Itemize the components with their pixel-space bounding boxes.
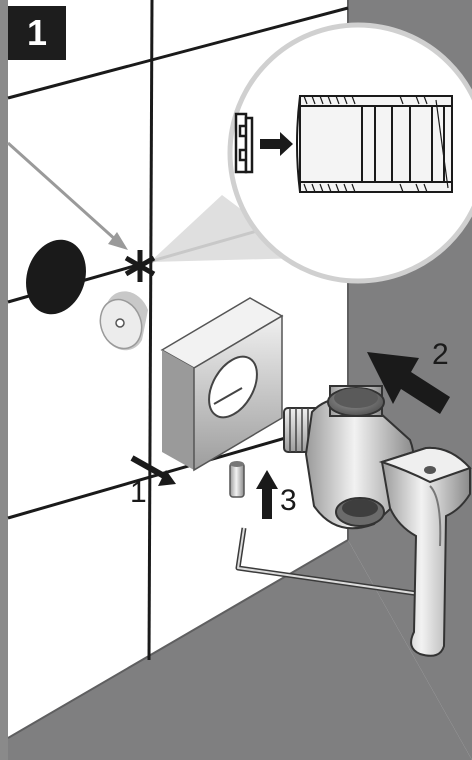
step-number-badge: 1 [8, 6, 66, 60]
wall-hole [17, 232, 96, 322]
seal-detail [236, 114, 252, 172]
arrow-icon-3 [256, 470, 278, 519]
callout-step-3: 3 [280, 486, 297, 516]
callout-step-1: 1 [130, 478, 147, 508]
washer [94, 291, 149, 354]
callout-step-2: 2 [432, 340, 449, 370]
fitting-detail [297, 96, 452, 192]
grub-screw [230, 461, 244, 497]
